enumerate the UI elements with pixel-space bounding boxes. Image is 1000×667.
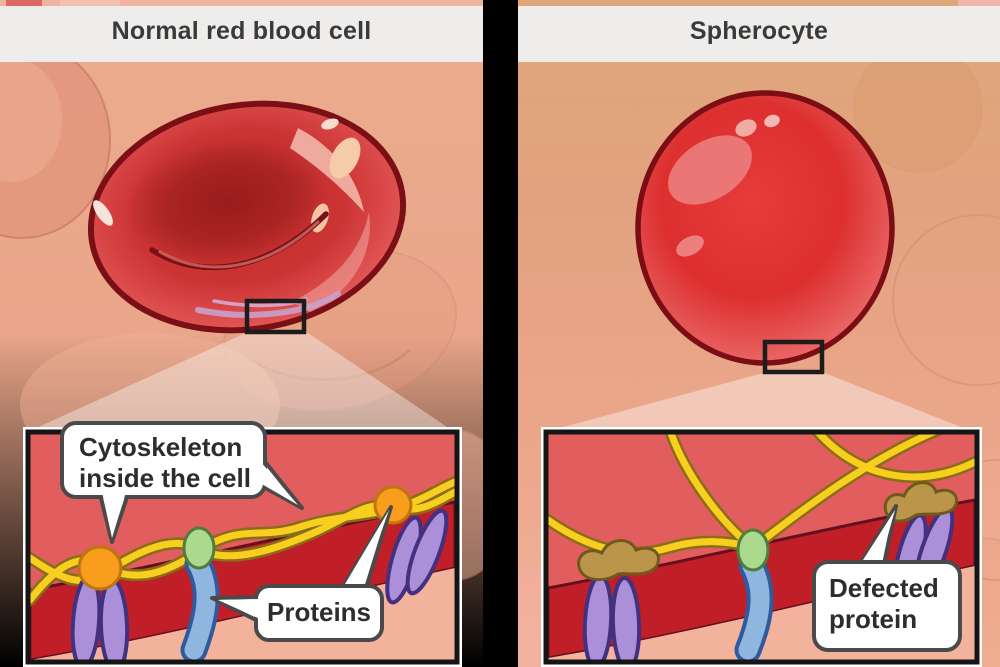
transmembrane-proteins-left bbox=[582, 574, 642, 660]
spectrin-node-left bbox=[77, 545, 123, 591]
spherocyte-artwork bbox=[518, 0, 1000, 667]
callout-cytoskeleton bbox=[60, 421, 304, 544]
panel-title-normal: Normal red blood cell bbox=[111, 17, 372, 45]
magnify-region-box bbox=[244, 298, 307, 335]
inset-border bbox=[543, 429, 980, 665]
panel-spherocyte: Spherocyte Defected protein bbox=[518, 0, 1000, 667]
magnify-beam bbox=[34, 331, 450, 429]
spherocyte-cell bbox=[635, 90, 895, 366]
header-banner-right bbox=[518, 6, 1000, 62]
label-cytoskeleton: Cytoskeleton inside the cell bbox=[79, 432, 251, 493]
panel-normal-rbc: Normal red blood cell Cytoskeleton insid… bbox=[0, 0, 483, 667]
label-proteins: Proteins bbox=[266, 597, 372, 627]
callout-proteins bbox=[210, 505, 393, 642]
magnify-beam bbox=[556, 372, 966, 429]
label-defected-protein: Defected protein bbox=[829, 573, 939, 634]
normal-rbc-artwork bbox=[0, 0, 483, 667]
panel-title-spherocyte: Spherocyte bbox=[689, 17, 829, 45]
detached-cytoskeleton-strands bbox=[548, 434, 975, 559]
anchor-protein-center bbox=[734, 528, 774, 660]
callout-defected-protein bbox=[812, 504, 962, 652]
header-banner-left bbox=[0, 6, 483, 62]
anchor-protein-center bbox=[180, 526, 220, 660]
magnify-region-box bbox=[762, 339, 825, 375]
normal-red-blood-cell bbox=[87, 100, 407, 334]
transmembrane-proteins-right bbox=[385, 508, 449, 605]
defected-protein-left bbox=[577, 539, 660, 581]
panel-divider bbox=[483, 0, 518, 667]
defected-protein-right bbox=[883, 481, 959, 523]
spectrin-node-right bbox=[373, 485, 413, 525]
